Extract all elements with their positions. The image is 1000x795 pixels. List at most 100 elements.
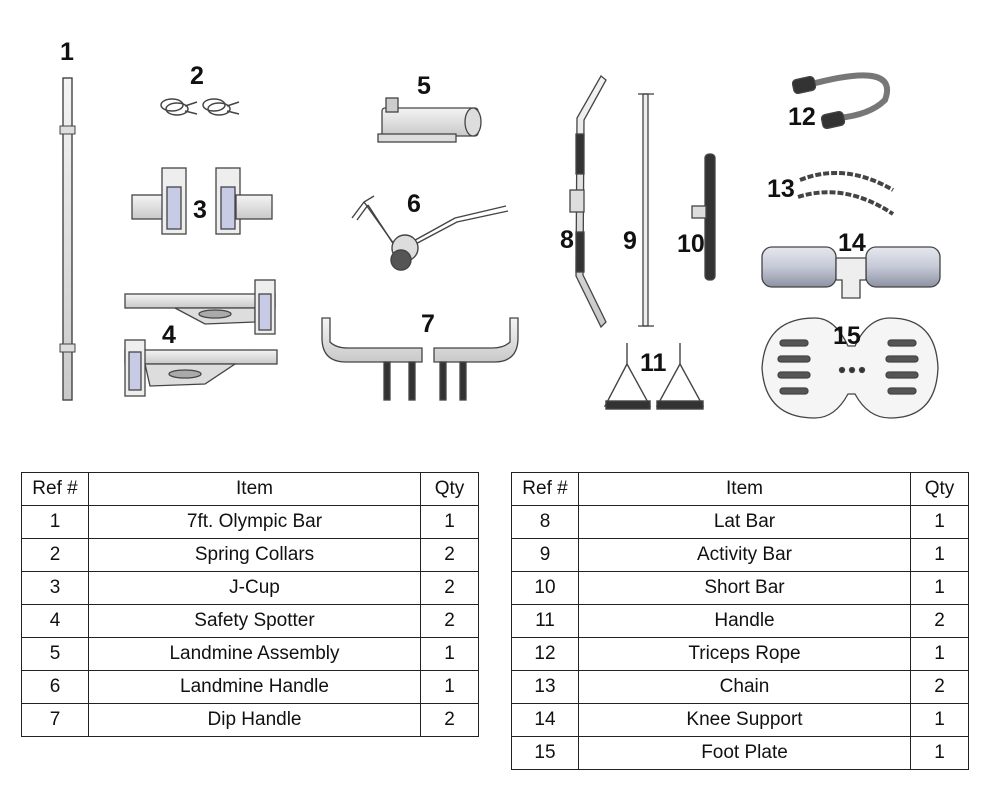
cell-item: Lat Bar (578, 505, 911, 539)
cell-ref: 5 (21, 637, 89, 671)
part-short-bar (691, 153, 716, 281)
callout-8: 8 (560, 226, 574, 254)
part-knee-support (761, 246, 941, 299)
cell-item: 7ft. Olympic Bar (88, 505, 421, 539)
cell-qty: 1 (420, 670, 479, 704)
table-header-row: Ref # Item Qty (511, 472, 969, 506)
cell-item: Short Bar (578, 571, 911, 605)
cell-ref: 1 (21, 505, 89, 539)
part-handle (603, 343, 705, 410)
cell-qty: 2 (420, 703, 479, 737)
part-spring-collars (160, 98, 240, 116)
header-qty: Qty (910, 472, 969, 506)
cell-ref: 8 (511, 505, 579, 539)
cell-qty: 2 (420, 571, 479, 605)
cell-qty: 1 (910, 538, 969, 572)
part-foot-plate (761, 317, 939, 419)
callout-5: 5 (417, 72, 431, 100)
cell-qty: 1 (910, 637, 969, 671)
cell-ref: 2 (21, 538, 89, 572)
part-lat-bar (569, 75, 607, 329)
table-header-row: Ref # Item Qty (21, 472, 479, 506)
cell-item: Handle (578, 604, 911, 638)
cell-item: Activity Bar (578, 538, 911, 572)
cell-item: Chain (578, 670, 911, 704)
part-safety-spotter (124, 279, 278, 397)
cell-qty: 1 (420, 637, 479, 671)
part-triceps-rope (791, 72, 890, 130)
callout-3: 3 (193, 196, 207, 224)
cell-qty: 2 (910, 670, 969, 704)
header-ref: Ref # (21, 472, 89, 506)
callout-1: 1 (60, 38, 74, 66)
cell-ref: 3 (21, 571, 89, 605)
cell-qty: 1 (910, 505, 969, 539)
callout-15: 15 (833, 322, 861, 350)
cell-item: Landmine Handle (88, 670, 421, 704)
header-ref: Ref # (511, 472, 579, 506)
cell-item: Landmine Assembly (88, 637, 421, 671)
callout-14: 14 (838, 229, 866, 257)
header-item: Item (578, 472, 911, 506)
part-j-cup (131, 167, 273, 235)
cell-ref: 10 (511, 571, 579, 605)
cell-item: Knee Support (578, 703, 911, 737)
part-chain (797, 170, 895, 216)
cell-ref: 15 (511, 736, 579, 770)
cell-qty: 1 (910, 571, 969, 605)
cell-qty: 1 (910, 736, 969, 770)
header-item: Item (88, 472, 421, 506)
cell-qty: 2 (420, 604, 479, 638)
part-landmine-handle (351, 195, 509, 271)
cell-qty: 2 (420, 538, 479, 572)
cell-qty: 1 (910, 703, 969, 737)
cell-item: Foot Plate (578, 736, 911, 770)
cell-item: Dip Handle (88, 703, 421, 737)
cell-ref: 13 (511, 670, 579, 704)
cell-qty: 1 (420, 505, 479, 539)
cell-ref: 9 (511, 538, 579, 572)
callout-4: 4 (162, 321, 176, 349)
part-activity-bar (638, 93, 654, 327)
cell-ref: 6 (21, 670, 89, 704)
cell-item: Safety Spotter (88, 604, 421, 638)
cell-ref: 11 (511, 604, 579, 638)
callout-12: 12 (788, 103, 816, 131)
callout-13: 13 (767, 175, 795, 203)
callout-9: 9 (623, 227, 637, 255)
cell-item: J-Cup (88, 571, 421, 605)
part-dip-handle (321, 317, 519, 401)
callout-11: 11 (640, 349, 667, 377)
cell-ref: 14 (511, 703, 579, 737)
cell-ref: 7 (21, 703, 89, 737)
callout-6: 6 (407, 190, 421, 218)
part-olympic-bar (59, 77, 76, 401)
callout-7: 7 (421, 310, 435, 338)
cell-ref: 12 (511, 637, 579, 671)
cell-ref: 4 (21, 604, 89, 638)
cell-item: Spring Collars (88, 538, 421, 572)
callout-2: 2 (190, 62, 204, 90)
part-landmine-assembly (377, 97, 482, 143)
cell-item: Triceps Rope (578, 637, 911, 671)
cell-qty: 2 (910, 604, 969, 638)
parts-diagram: 1 2 3 4 5 6 7 8 9 10 11 12 13 14 15 (59, 38, 941, 419)
header-qty: Qty (420, 472, 479, 506)
